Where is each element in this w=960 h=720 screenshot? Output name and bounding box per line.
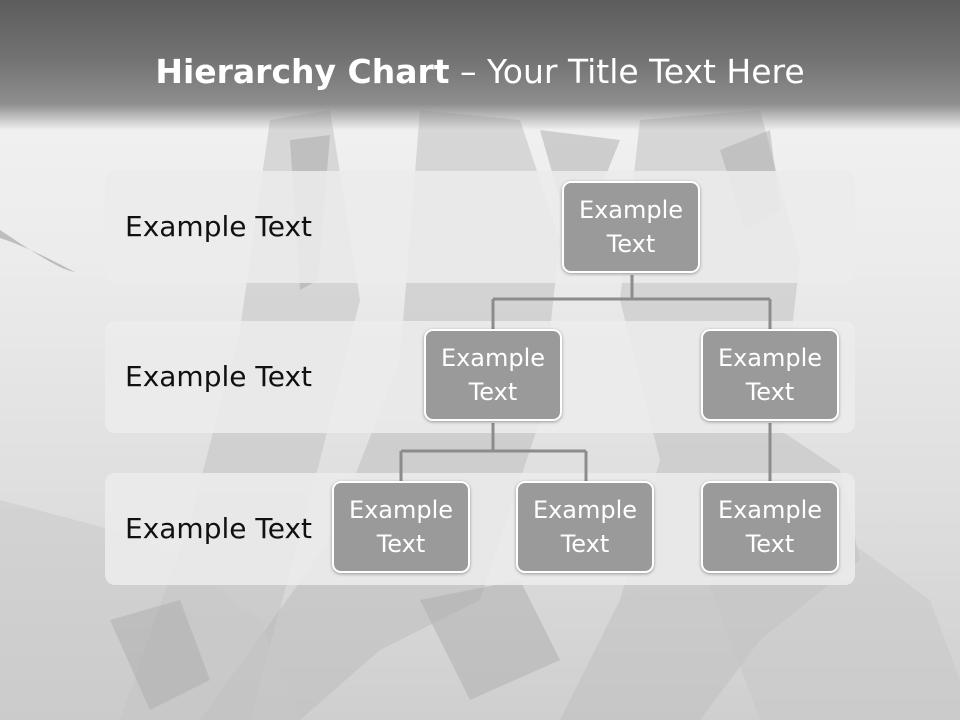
slide-title: Hierarchy Chart – Your Title Text Here bbox=[0, 52, 960, 91]
node-grandchild-3[interactable]: Example Text bbox=[701, 481, 839, 573]
node-root[interactable]: Example Text bbox=[562, 181, 700, 273]
level-label-1: Example Text bbox=[125, 210, 313, 243]
node-child-left[interactable]: Example Text bbox=[424, 329, 562, 421]
title-bar bbox=[0, 0, 960, 130]
node-grandchild-1[interactable]: Example Text bbox=[332, 481, 470, 573]
node-child-right[interactable]: Example Text bbox=[701, 329, 839, 421]
level-label-2: Example Text bbox=[125, 360, 313, 393]
level-band-1: Example Text bbox=[105, 171, 855, 283]
node-grandchild-2[interactable]: Example Text bbox=[516, 481, 654, 573]
title-bold: Hierarchy Chart bbox=[155, 52, 450, 91]
level-label-3: Example Text bbox=[125, 512, 313, 545]
title-rest: – Your Title Text Here bbox=[449, 52, 805, 91]
